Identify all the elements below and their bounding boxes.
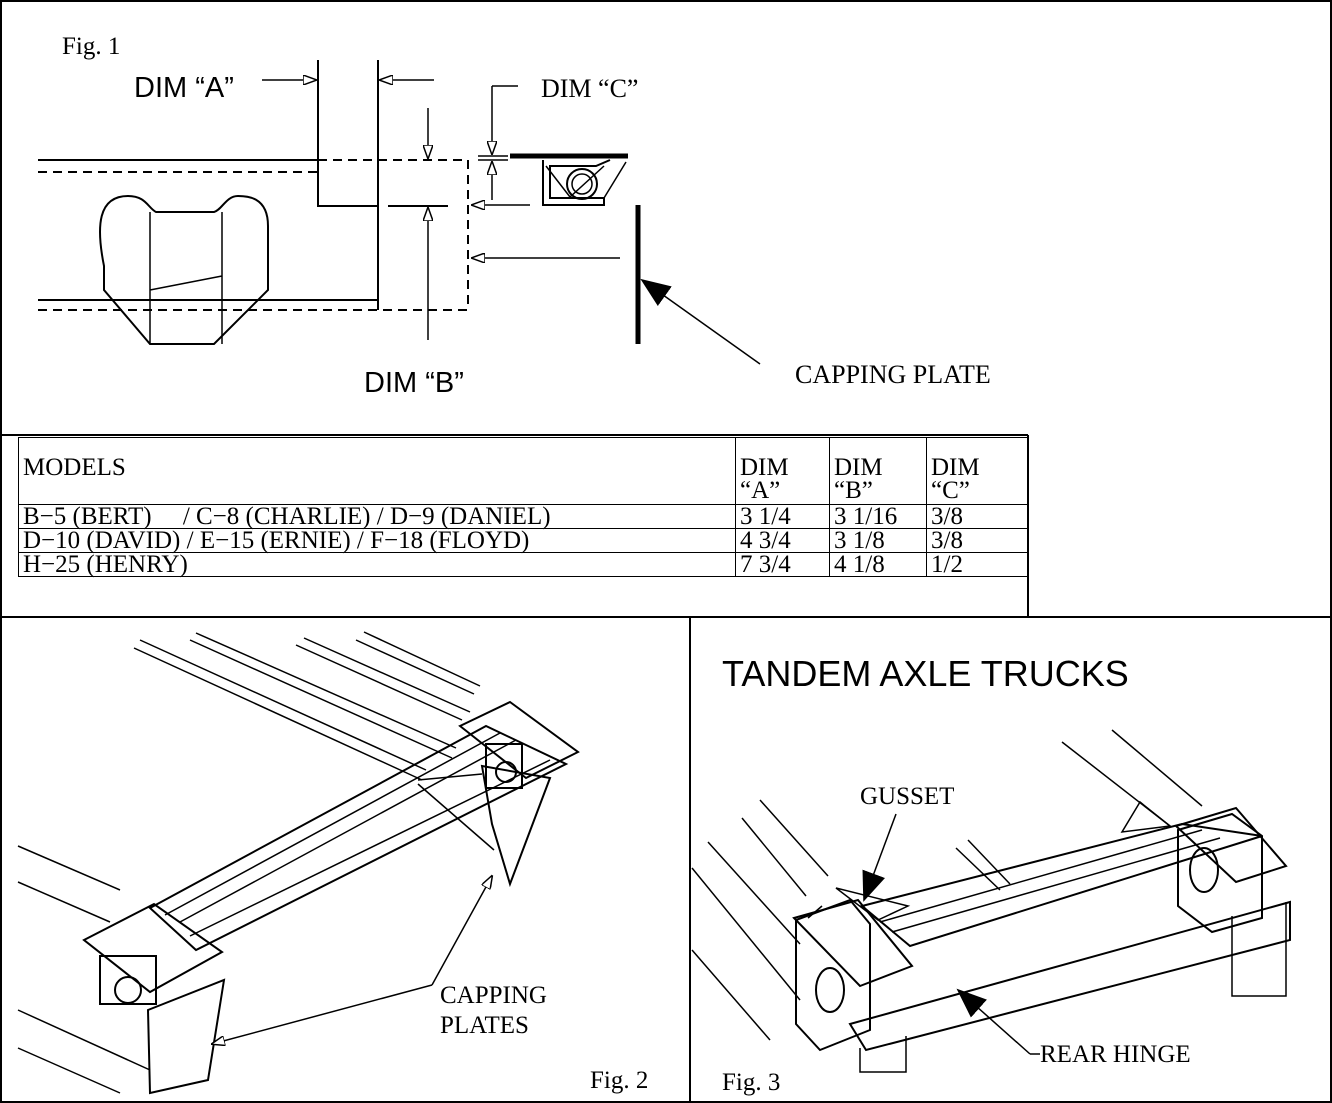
- row-dim-a: 3 1/4: [735, 504, 830, 529]
- header-dim-c-line2: “C”: [931, 477, 970, 504]
- dim-a-label: DIM “A”: [134, 72, 234, 104]
- fig1-label: Fig. 1: [62, 33, 120, 60]
- row-model: D−10 (DAVID) / E−15 (ERNIE) / F−18 (FLOY…: [18, 528, 736, 553]
- row-model: B−5 (BERT) / C−8 (CHARLIE) / D−9 (DANIEL…: [18, 504, 736, 529]
- header-models: MODELS: [18, 437, 736, 505]
- table-row: D−10 (DAVID) / E−15 (ERNIE) / F−18 (FLOY…: [18, 528, 1028, 553]
- rear-hinge-label: REAR HINGE: [1040, 1041, 1191, 1068]
- fig3-title: TANDEM AXLE TRUCKS: [722, 653, 1129, 694]
- fig3-label: Fig. 3: [722, 1069, 780, 1096]
- table-row: B−5 (BERT) / C−8 (CHARLIE) / D−9 (DANIEL…: [18, 504, 1028, 529]
- fig1-diagram: Fig. 1 DIM “A” DIM “C” DIM “B” CAPPING P…: [38, 33, 991, 399]
- dimensions-table: MODELS DIM “A” DIM “B” DIM “C” B−5 (BERT…: [18, 437, 1028, 577]
- header-dim-b-line2: “B”: [834, 477, 873, 504]
- fig2-label: Fig. 2: [590, 1067, 648, 1094]
- fig2-callout-line2: PLATES: [440, 1012, 529, 1039]
- row-dim-b: 3 1/16: [829, 504, 927, 529]
- row-dim-c: 1/2: [926, 552, 1028, 577]
- table-row: H−25 (HENRY) 7 3/4 4 1/8 1/2: [18, 552, 1028, 577]
- header-dim-a-line2: “A”: [740, 477, 781, 504]
- row-dim-a: 7 3/4: [735, 552, 830, 577]
- fig2-diagram: CAPPING PLATES Fig. 2: [17, 631, 648, 1095]
- header-dim-c: DIM “C”: [926, 437, 1028, 505]
- row-dim-b: 4 1/8: [829, 552, 927, 577]
- header-dim-b-line1: DIM: [834, 454, 883, 481]
- row-dim-c: 3/8: [926, 528, 1028, 553]
- capping-plate-label: CAPPING PLATE: [795, 360, 991, 389]
- header-dim-b: DIM “B”: [829, 437, 927, 505]
- fig2-callout-line1: CAPPING: [440, 982, 547, 1009]
- header-dim-a-line1: DIM: [740, 454, 789, 481]
- table-header-row: MODELS DIM “A” DIM “B” DIM “C”: [18, 437, 1028, 505]
- row-model: H−25 (HENRY): [18, 552, 736, 577]
- header-dim-c-line1: DIM: [931, 454, 980, 481]
- dim-c-label: DIM “C”: [541, 74, 638, 103]
- row-dim-c: 3/8: [926, 504, 1028, 529]
- row-dim-b: 3 1/8: [829, 528, 927, 553]
- header-dim-a: DIM “A”: [735, 437, 830, 505]
- row-dim-a: 4 3/4: [735, 528, 830, 553]
- dim-b-label: DIM “B”: [364, 367, 464, 399]
- fig3-diagram: TANDEM AXLE TRUCKS GUSSET: [691, 653, 1291, 1096]
- gusset-label: GUSSET: [860, 783, 954, 810]
